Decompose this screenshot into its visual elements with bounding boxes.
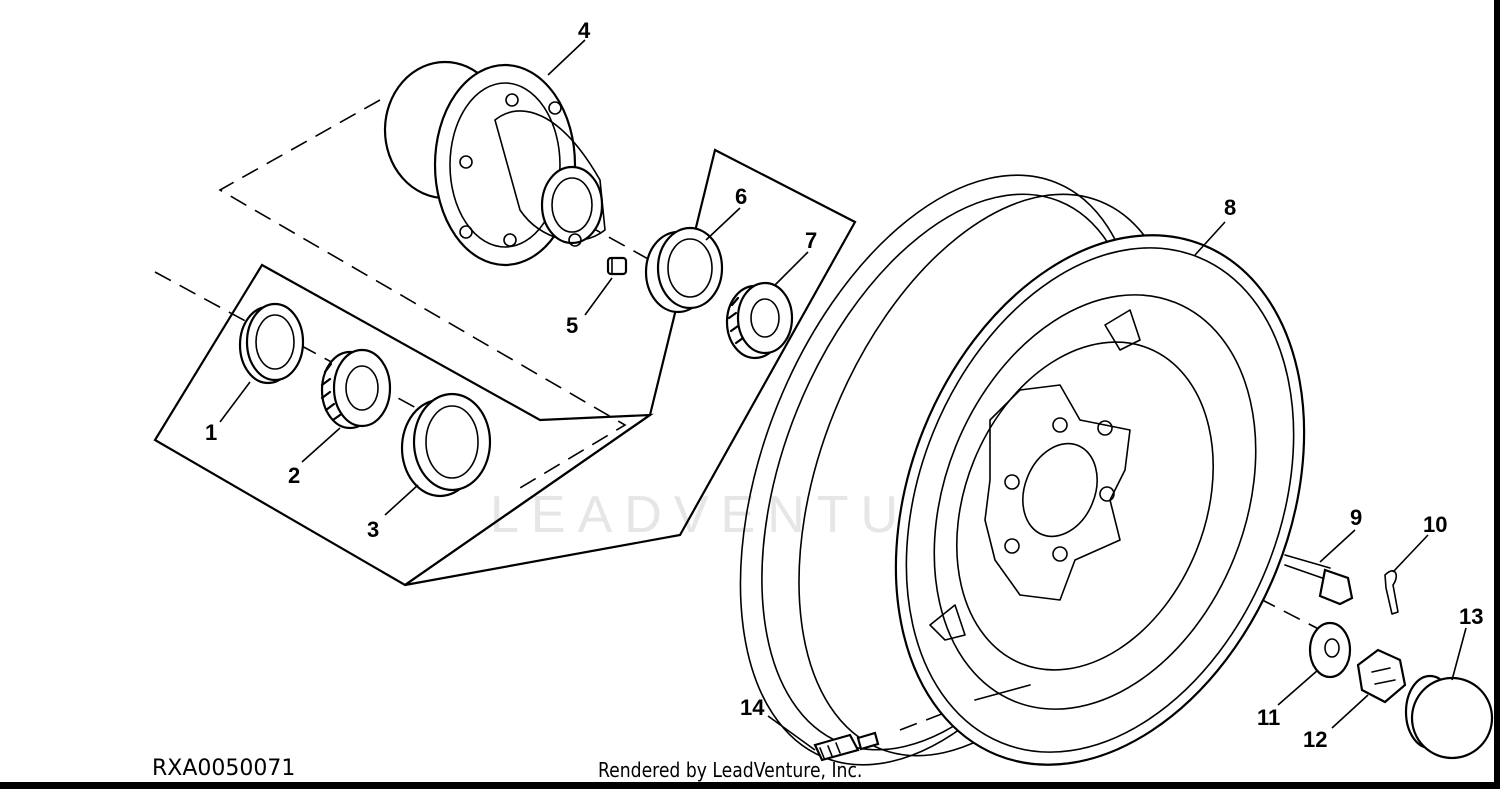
outer-bearing-cup-part	[644, 226, 724, 314]
callout-4: 4	[578, 18, 591, 43]
callout-8: 8	[1224, 195, 1236, 220]
leader-lines	[219, 39, 1467, 751]
callout-9: 9	[1350, 505, 1362, 530]
right-border	[1494, 0, 1500, 789]
render-credit-label: Rendered by LeadVenture, Inc.	[598, 758, 863, 782]
drawing-id-label: RXA0050071	[152, 756, 296, 781]
callout-2: 2	[288, 463, 300, 488]
callout-11: 11	[1257, 705, 1280, 730]
inner-bearing-cone-part	[320, 348, 392, 430]
callout-6: 6	[735, 184, 747, 209]
cotter-pin-part	[1384, 570, 1399, 615]
valve-stem-part	[813, 731, 880, 762]
wheel-hub-part	[383, 60, 606, 267]
washer-part	[1308, 621, 1352, 679]
bottom-border	[0, 782, 1500, 789]
castle-nut-part	[1356, 648, 1407, 704]
callout-3: 3	[367, 517, 379, 542]
callout-10: 10	[1423, 512, 1447, 537]
bearing-group-box-right	[404, 148, 857, 587]
callout-13: 13	[1459, 604, 1483, 629]
hub-cap-part	[1404, 674, 1494, 760]
inner-bearing-cup-part	[400, 392, 492, 498]
seal-part	[238, 302, 305, 385]
callout-7: 7	[805, 228, 817, 253]
grease-fitting-part	[606, 256, 628, 276]
callout-14: 14	[740, 695, 765, 720]
assembly-line-axle	[154, 271, 263, 331]
callout-5: 5	[566, 313, 578, 338]
wheel-rim-part	[739, 174, 1306, 766]
outer-bearing-cone-part	[725, 281, 794, 360]
wheel-bolt-part	[1284, 554, 1354, 606]
assembly-line-hub-box	[218, 99, 627, 489]
callout-1: 1	[205, 420, 217, 445]
callout-12: 12	[1303, 727, 1327, 752]
